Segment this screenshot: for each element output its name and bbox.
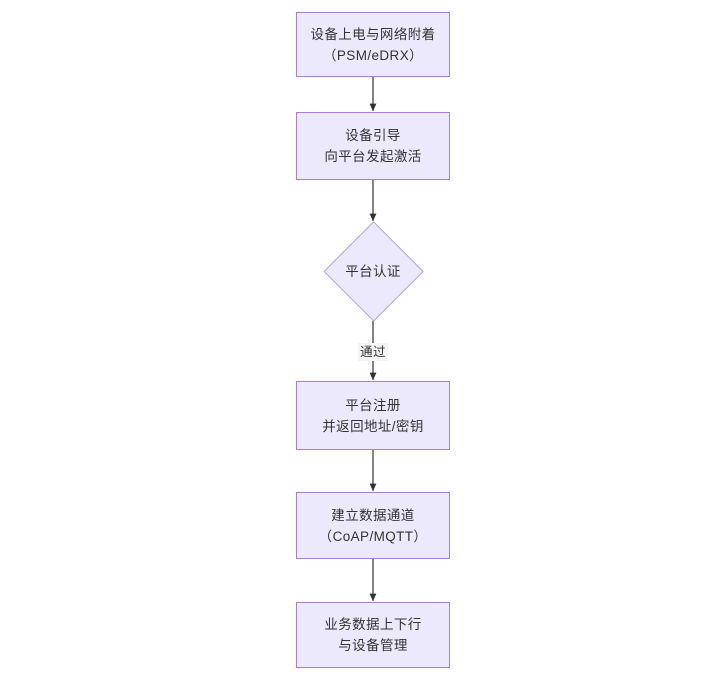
node-platform-registration[interactable]: 平台注册 并返回地址/密钥	[296, 381, 450, 450]
node-device-bootstrap[interactable]: 设备引导 向平台发起激活	[296, 112, 450, 180]
edge-label-pass: 通过	[358, 343, 388, 361]
node-label: 建立数据通道 （CoAP/MQTT）	[318, 507, 428, 544]
node-establish-data-channel[interactable]: 建立数据通道 （CoAP/MQTT）	[296, 492, 450, 559]
node-platform-authentication[interactable]: 平台认证	[323, 221, 425, 323]
node-label: 平台注册 并返回地址/密钥	[322, 397, 424, 434]
node-label: 平台认证	[345, 263, 401, 279]
node-device-power-on[interactable]: 设备上电与网络附着 （PSM/eDRX）	[296, 12, 450, 77]
node-label: 设备引导 向平台发起激活	[324, 128, 422, 164]
node-label: 设备上电与网络附着 （PSM/eDRX）	[310, 26, 436, 63]
node-business-data-and-device-management[interactable]: 业务数据上下行 与设备管理	[296, 602, 450, 668]
node-label: 业务数据上下行 与设备管理	[324, 617, 422, 653]
edge-label-text: 通过	[360, 345, 386, 359]
